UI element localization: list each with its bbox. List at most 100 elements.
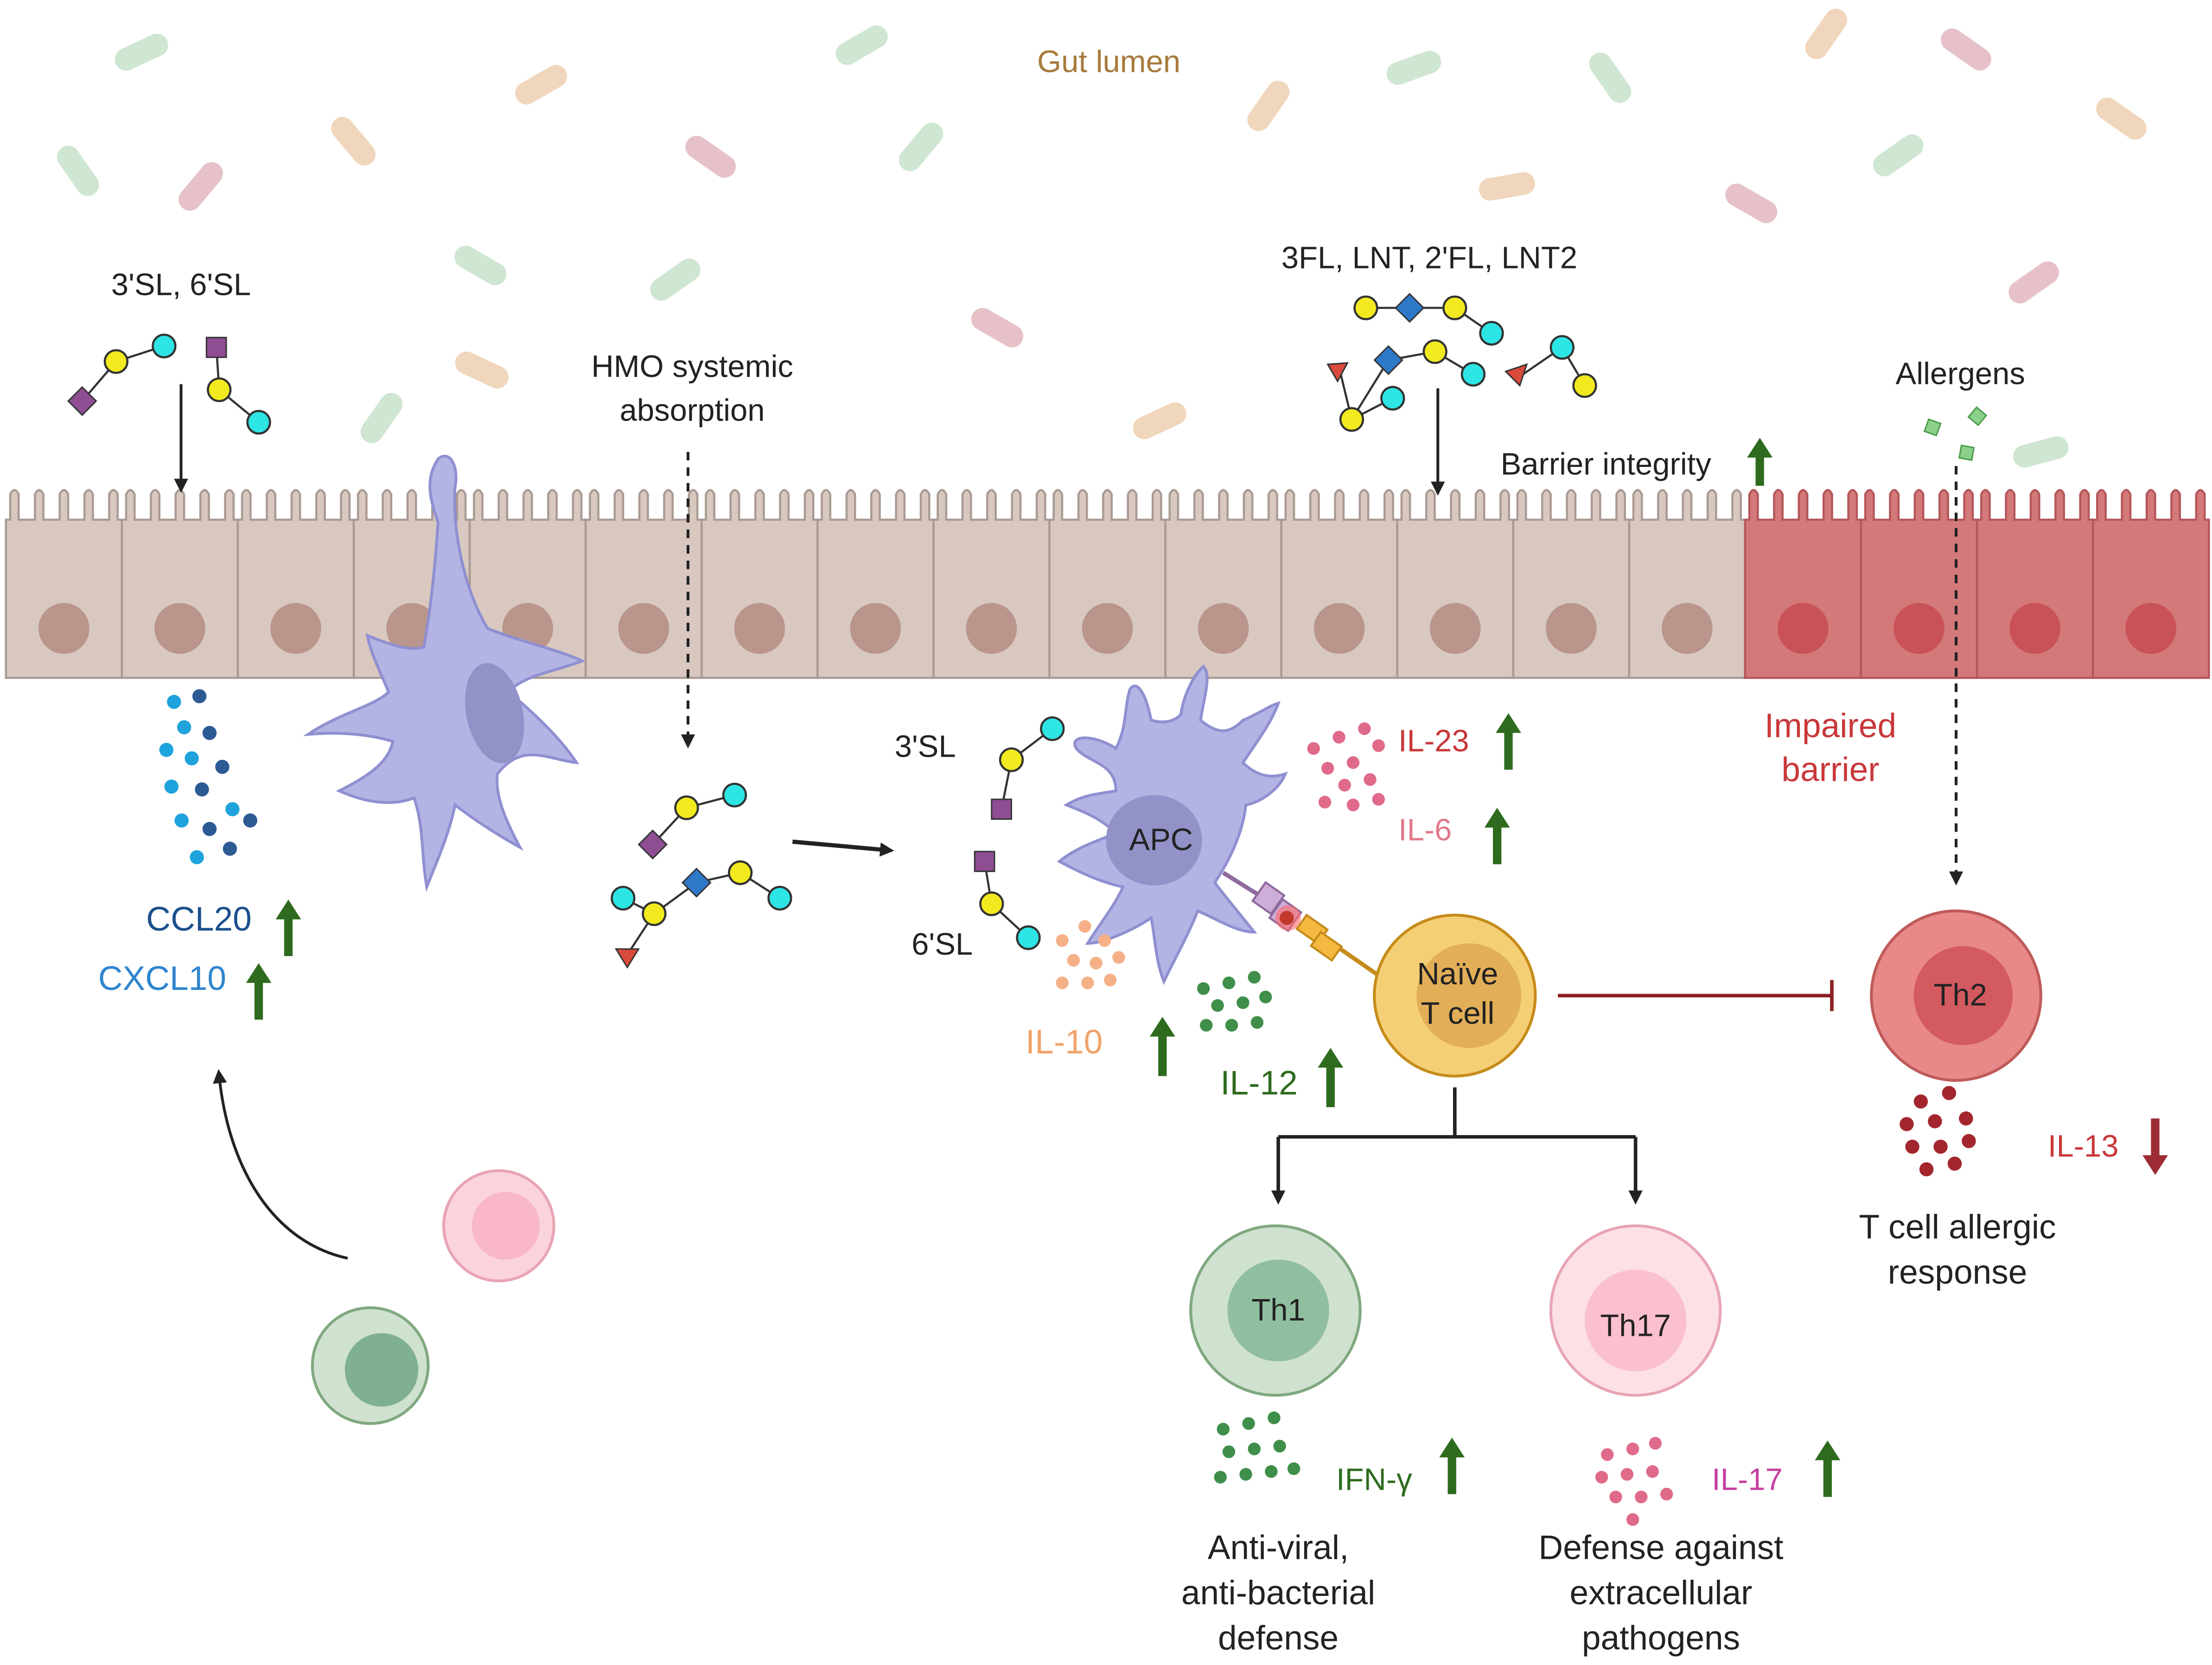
th2-label: Th2 (1933, 978, 1987, 1013)
chemokine-dot (225, 802, 240, 817)
il13-down-icon (2142, 1118, 2168, 1175)
bacterium-rod (1247, 81, 1290, 131)
lumen-bacteria (57, 8, 2147, 468)
allergen-particles (1923, 406, 1988, 461)
bacterium-rod (971, 307, 1023, 348)
il10-dots (1056, 920, 1125, 989)
sialyllactose-label: 3'SL, 6'SL (111, 268, 251, 302)
barrier-integrity-label: Barrier integrity (1501, 447, 1712, 481)
epithelial-cell (1280, 489, 1399, 679)
th1-label: Th1 (1251, 1293, 1305, 1327)
th17-function-line3: pathogens (1582, 1619, 1740, 1657)
bacterium-rod (685, 135, 736, 178)
cytokine-dot (1318, 796, 1332, 809)
bacterium-rod (515, 65, 567, 105)
bacterium-rod (1589, 52, 1632, 103)
epithelial-cell (236, 489, 355, 679)
cell-nucleus (38, 603, 89, 654)
impaired-epithelial-cell (1860, 489, 1978, 679)
cell-body (468, 489, 587, 679)
cell-nucleus (1429, 603, 1481, 654)
cell-body (5, 489, 123, 679)
neutral-hmo-label: 3FL, LNT, 2'FL, LNT2 (1281, 241, 1577, 275)
cell-nucleus (966, 603, 1017, 654)
chemokine-dot (174, 813, 189, 828)
chemokine-dot (215, 759, 229, 774)
cell-body (1396, 489, 1515, 679)
cytokine-dot-clusters (1056, 722, 1976, 1526)
il17-up-icon (1815, 1440, 1841, 1497)
cytokine-dot (1265, 1465, 1278, 1478)
il12-label: IL-12 (1220, 1064, 1298, 1102)
glycan-to-apc-arrow (792, 839, 894, 857)
cell-nucleus (1313, 603, 1365, 654)
bacterium-rod (650, 258, 701, 301)
chemokine-dot (164, 779, 179, 794)
th17-label: Th17 (1600, 1308, 1671, 1343)
cxcl10-up-icon (246, 963, 272, 1020)
impaired-barrier-label-line1: Impaired (1765, 707, 1896, 745)
cytokine-dot (1225, 1019, 1238, 1032)
sl3-label: 3'SL (895, 729, 956, 764)
cell-body (2091, 489, 2210, 679)
cytokine-dot (1078, 920, 1091, 933)
naive-t-cell-label-line1: Naïve (1417, 957, 1498, 991)
epithelial-cell (932, 489, 1051, 679)
il17-dots (1595, 1437, 1673, 1526)
apc-cell: APC (1057, 664, 1288, 985)
cytokine-dot (1273, 1440, 1286, 1453)
th17-function-line1: Defense against (1538, 1529, 1783, 1567)
cytokine-dot (1928, 1114, 1942, 1129)
cytokine-dot (1646, 1465, 1659, 1478)
cell-body (932, 489, 1051, 679)
cell-nucleus (1778, 603, 1829, 654)
mhc-tcr-synapse (1222, 871, 1378, 976)
cytokine-dot (1090, 957, 1103, 970)
cell-nucleus (270, 603, 321, 654)
glycan-absorbed (611, 783, 792, 969)
cell-body (1976, 489, 2094, 679)
cytokine-dot (1595, 1471, 1608, 1484)
cytokine-dot (1626, 1513, 1639, 1526)
cytokine-dot (1609, 1490, 1622, 1504)
cytokine-dot (1248, 1442, 1261, 1455)
bacterium-rod (2096, 97, 2147, 140)
cytokine-dot (1200, 1019, 1213, 1032)
chemokine-dots (159, 689, 257, 865)
hmo-absorption-label-line2: absorption (620, 393, 765, 428)
cytokine-dot (1919, 1162, 1934, 1177)
th17-function-line2: extracellular (1570, 1574, 1753, 1612)
epithelial-cell (816, 489, 935, 679)
il23-il6-dots (1307, 722, 1385, 811)
il23-label: IL-23 (1398, 723, 1469, 758)
il10-up-icon (1149, 1016, 1175, 1076)
recruitment-arrow (213, 1069, 348, 1260)
bacterium-rod (178, 162, 223, 211)
chemokine-dot (185, 751, 199, 766)
il12-dots (1197, 970, 1272, 1032)
cytokine-dot (1242, 1417, 1255, 1430)
cytokine-dot (1620, 1468, 1634, 1481)
th17-cell: Th17 (1549, 1224, 1722, 1397)
dendritic-cell-sampling (303, 454, 586, 892)
cytokine-dot (1259, 990, 1272, 1004)
bacterium-rod (455, 351, 509, 389)
cytokine-dot (1239, 1468, 1252, 1481)
differentiation-branch (1278, 1087, 1636, 1139)
cell-body (1164, 489, 1282, 679)
bacterium-rod (1386, 51, 1441, 85)
chemokine-dot (190, 850, 204, 865)
cytokine-dot (1962, 1134, 1976, 1148)
chemokine-dot (243, 813, 257, 828)
cytokine-dot (1214, 1471, 1227, 1484)
cytokine-dot (1346, 756, 1360, 769)
chemokine-dot (223, 842, 237, 856)
chemokine-dot (202, 822, 217, 836)
cytokine-dot (1067, 954, 1080, 967)
cytokine-dot (1211, 999, 1224, 1012)
glycan-sialyllactose-top (67, 333, 271, 435)
cell-body (1628, 489, 1747, 679)
ifng-dots (1214, 1411, 1300, 1484)
cytokine-dot (1237, 996, 1249, 1009)
